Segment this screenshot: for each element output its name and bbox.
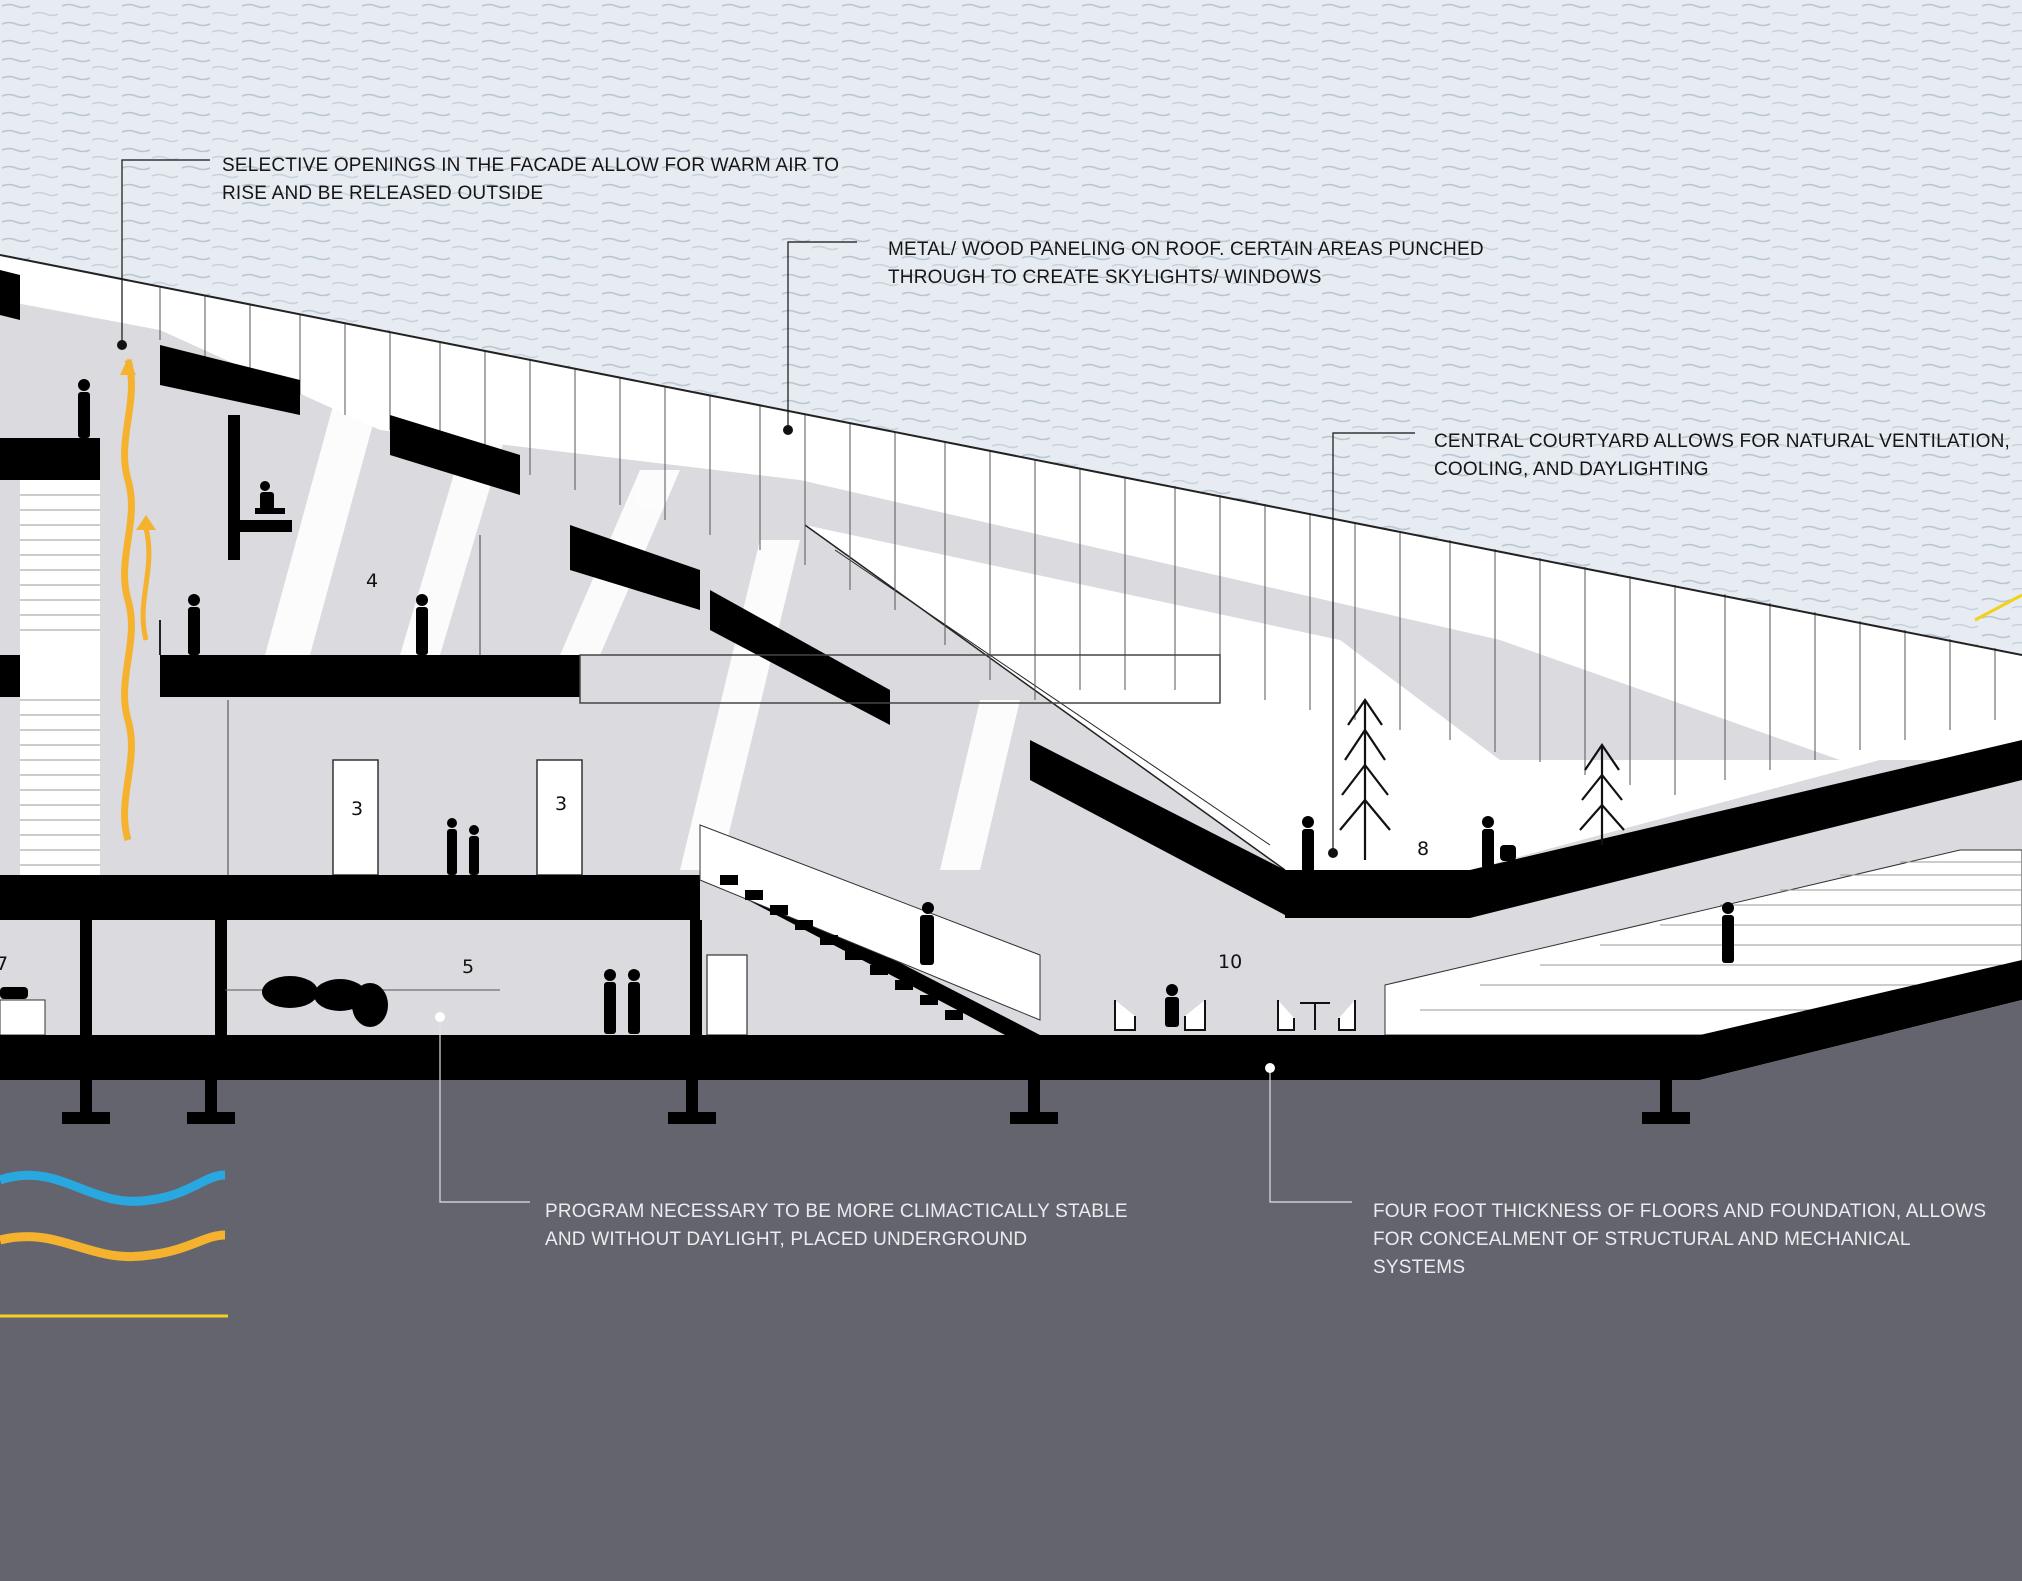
annotation-floor-thickness-line2: FOR CONCEALMENT OF STRUCTURAL AND MECHAN…	[1373, 1229, 1911, 1250]
courtyard	[805, 525, 1880, 870]
room-label-10: 10	[1218, 951, 1242, 973]
roof-skin	[0, 255, 2022, 760]
ground	[0, 1000, 2022, 1581]
roof-panel-lines	[159, 287, 1996, 795]
annotation-floor-thickness-line1: FOUR FOOT THICKNESS OF FLOORS AND FOUNDA…	[1373, 1201, 1987, 1222]
leader-lines-dark	[121, 159, 1415, 853]
balcony-seat-ledge	[232, 520, 292, 532]
door-level-3-b	[536, 759, 583, 876]
roof-slab	[0, 270, 1285, 915]
courtyard-trees	[1339, 698, 1625, 860]
annotation-floor-thickness-line3: SYSTEMS	[1373, 1257, 1466, 1278]
bleachers	[1384, 849, 2022, 1036]
annotation-courtyard: CENTRAL COURTYARD ALLOWS FOR NATURAL VEN…	[1434, 428, 2010, 484]
leader-dots	[117, 340, 1338, 1073]
foundation-piers	[62, 1080, 1690, 1124]
annotation-courtyard-line2: COOLING, AND DAYLIGHTING	[1434, 459, 1709, 480]
annotation-facade-openings-line2: RISE AND BE RELEASED OUTSIDE	[222, 183, 544, 204]
floor-slab-level-4	[160, 655, 580, 697]
annotation-underground: PROGRAM NECESSARY TO BE MORE CLIMACTICAL…	[545, 1198, 1128, 1254]
room-label-3b: 3	[555, 793, 567, 815]
floor-slab-level-3	[0, 875, 700, 920]
annotation-facade-openings-line1: SELECTIVE OPENINGS IN THE FACADE ALLOW F…	[222, 155, 840, 176]
annotation-roof-paneling: METAL/ WOOD PANELING ON ROOF. CERTAIN AR…	[888, 236, 1484, 292]
annotation-roof-paneling-line2: THROUGH TO CREATE SKYLIGHTS/ WINDOWS	[888, 267, 1322, 288]
people-silhouettes	[0, 379, 1734, 1034]
annotation-floor-thickness: FOUR FOOT THICKNESS OF FLOORS AND FOUNDA…	[1373, 1198, 1986, 1282]
foundation-slab	[0, 960, 2022, 1080]
room-label-8: 8	[1417, 838, 1429, 860]
legend	[0, 1170, 228, 1318]
legend-warm-air-ribbon	[0, 1230, 226, 1262]
warm-air-flow	[120, 358, 156, 842]
cafe-furniture	[1114, 1000, 1356, 1031]
room-label-4: 4	[366, 570, 378, 592]
daylight-ray	[1974, 593, 2022, 622]
annotation-courtyard-line1: CENTRAL COURTYARD ALLOWS FOR NATURAL VEN…	[1434, 431, 2011, 452]
room-label-3a: 3	[351, 798, 363, 820]
annotation-roof-paneling-line1: METAL/ WOOD PANELING ON ROOF. CERTAIN AR…	[888, 239, 1484, 260]
upper-right-slab	[1285, 740, 2022, 918]
balcony-slab-left	[0, 438, 100, 480]
legend-cool-air-ribbon	[0, 1170, 226, 1206]
annotation-underground-line1: PROGRAM NECESSARY TO BE MORE CLIMACTICAL…	[545, 1201, 1128, 1222]
room-label-7: 7	[0, 953, 8, 975]
annotation-facade-openings: SELECTIVE OPENINGS IN THE FACADE ALLOW F…	[222, 152, 839, 208]
leader-lines-light	[439, 1017, 1352, 1203]
stair-left	[20, 480, 100, 875]
room-label-5: 5	[462, 956, 474, 978]
annotation-underground-line2: AND WITHOUT DAYLIGHT, PLACED UNDERGROUND	[545, 1229, 1028, 1250]
